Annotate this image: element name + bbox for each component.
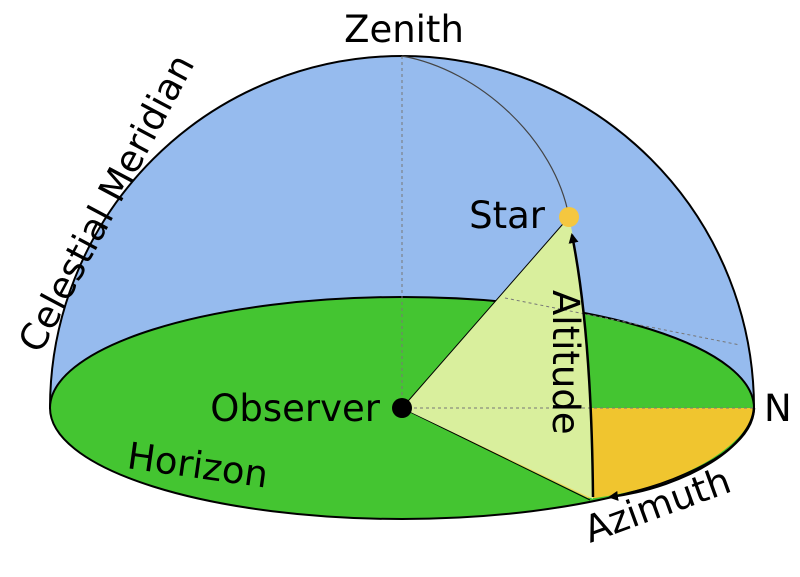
altitude-label: Altitude <box>544 290 587 435</box>
vertical-circle <box>401 55 570 218</box>
altitude-plane-guide <box>504 297 741 346</box>
azimuth-arrow <box>608 407 756 501</box>
north-label: N <box>764 387 792 430</box>
zenith-label: Zenith <box>344 8 464 51</box>
star-label: Star <box>469 194 546 237</box>
observer-marker <box>392 398 412 418</box>
observer-star-line <box>401 216 570 409</box>
altitude-arrow <box>568 233 595 498</box>
star-marker <box>559 207 579 227</box>
observer-label: Observer <box>210 387 381 430</box>
azimuth-sector-edge <box>401 407 591 501</box>
altitude-triangle <box>402 217 593 499</box>
azimuth-sector-back <box>588 408 754 498</box>
